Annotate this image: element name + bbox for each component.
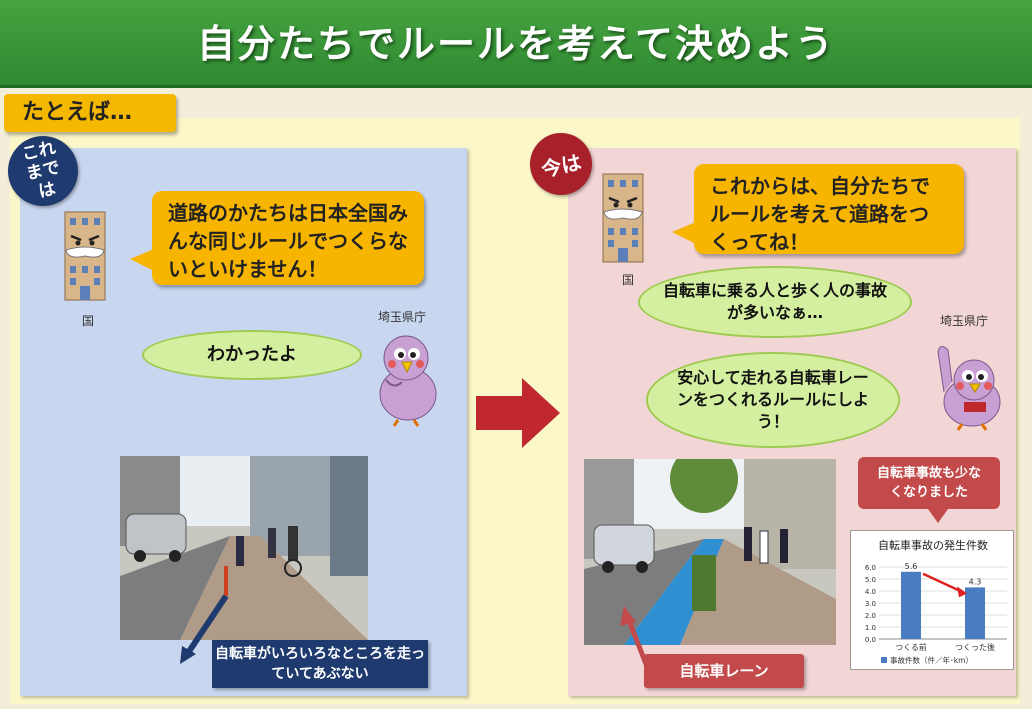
chart-y-tick-label: 2.0 xyxy=(865,612,876,620)
before-caption-arrow xyxy=(180,594,229,664)
result-callout-text: 自転車事故も少なくなりました xyxy=(876,466,981,500)
accident-chart-plot: 0.0 1.0 2.0 3.0 4.0 5.0 6.0 5.6 つくる前 4.3 つくった後事故件数… xyxy=(865,562,1007,665)
now-caption-arrow xyxy=(620,606,649,665)
government-building-icon xyxy=(64,211,106,301)
pigeon-mascot-pointing-icon xyxy=(937,346,1001,431)
before-speech-box: 道路のかたちは日本全国みんな同じルールでつくらないといけません！ xyxy=(130,191,424,285)
chart-legend-swatch xyxy=(881,657,887,663)
chart-bar xyxy=(965,587,985,639)
now-photo-caption: 自転車レーン xyxy=(644,654,804,688)
now-bubble-lane-text: 安心して走れる自転車レーンをつくれるルールにしよう！ xyxy=(676,368,869,431)
now-bubble-accidents: 自転車に乗る人と歩く人の事故が多いなぁ… xyxy=(638,266,912,338)
chart-y-tick-label: 1.0 xyxy=(865,624,876,632)
now-bike-lane-illustration xyxy=(584,459,836,645)
result-callout: 自転車事故も少なくなりました xyxy=(858,457,1000,523)
before-street-photo xyxy=(120,456,368,640)
chart-legend-label: 事故件数（件／年･km） xyxy=(890,655,973,665)
chart-decrease-arrow xyxy=(922,572,962,593)
now-bike-lane-photo xyxy=(584,459,836,645)
example-tag: たとえば… xyxy=(4,94,176,132)
before-reply-bubble: わかったよ xyxy=(142,330,362,380)
now-prefecture-label: 埼玉県庁 xyxy=(940,314,989,328)
before-street-illustration xyxy=(120,456,368,640)
before-reply-text: わかったよ xyxy=(207,344,297,365)
chart-y-tick-label: 5.0 xyxy=(865,576,876,584)
chart-bar xyxy=(901,571,921,639)
now-speech-box: これからは、自分たちでルールを考えて道路をつくってね！ xyxy=(672,164,964,254)
chart-decrease-arrowhead xyxy=(957,586,967,598)
chart-x-tick-label: つくる前 xyxy=(895,642,927,652)
now-building-label: 国 xyxy=(622,273,635,287)
before-prefecture-label: 埼玉県庁 xyxy=(378,310,427,324)
chart-data-label: 5.6 xyxy=(905,562,918,571)
chart-y-tick-label: 3.0 xyxy=(865,600,876,608)
chart-y-tick-label: 6.0 xyxy=(865,564,876,572)
before-building-label: 国 xyxy=(82,314,95,328)
header-banner xyxy=(0,0,1032,88)
before-badge-text: これまでは xyxy=(20,138,62,203)
now-bubble-accidents-text: 自転車に乗る人と歩く人の事故が多いなぁ… xyxy=(662,281,887,322)
before-photo-caption: 自転車がいろいろなところを走っていてあぶない xyxy=(212,640,428,688)
transition-arrow-icon xyxy=(476,378,560,448)
chart-title: 自転車事故の発生件数 xyxy=(878,539,988,552)
now-bubble-lane: 安心して走れる自転車レーンをつくれるルールにしよう！ xyxy=(646,352,900,448)
page-title: 自分たちでルールを考えて決めよう xyxy=(196,22,836,66)
government-building-icon xyxy=(602,173,644,263)
chart-x-tick-label: つくった後 xyxy=(955,642,995,652)
now-badge-text: 今は xyxy=(539,149,584,182)
chart-y-tick-label: 0.0 xyxy=(865,636,876,644)
chart-data-label: 4.3 xyxy=(969,577,982,586)
accident-chart: 自転車事故の発生件数 0.0 1.0 2.0 3.0 4.0 5.0 6.0 5.6 つくる前 4… xyxy=(850,530,1014,670)
chart-y-tick-label: 4.0 xyxy=(865,588,876,596)
pigeon-mascot-icon xyxy=(379,335,437,427)
